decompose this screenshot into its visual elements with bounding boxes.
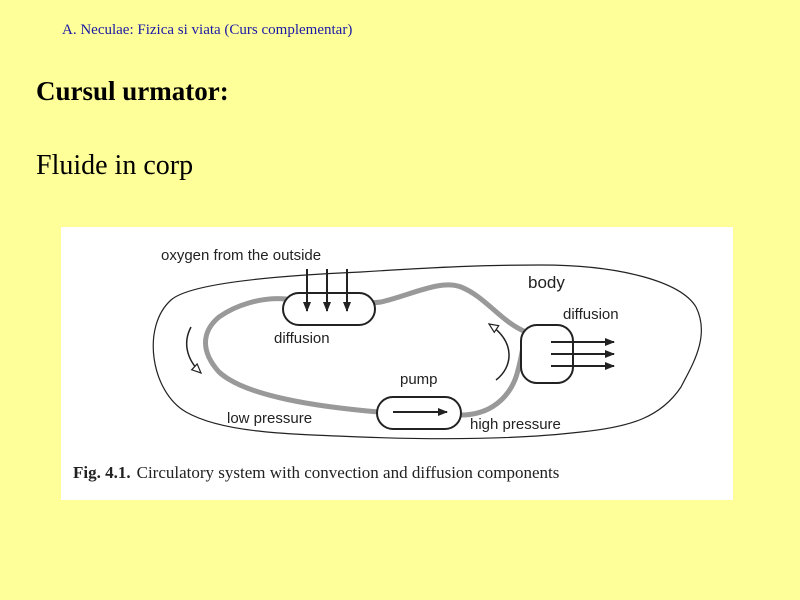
caption-label: Fig. 4.1. (73, 463, 131, 482)
figure-panel: oxygen from the outside body diffusion d… (61, 227, 733, 500)
flow-arrow-right (487, 323, 510, 381)
caption-text: Circulatory system with convection and d… (136, 463, 560, 482)
course-header: A. Neculae: Fizica si viata (Curs comple… (62, 22, 353, 38)
circulatory-diagram: oxygen from the outside body diffusion d… (152, 247, 702, 440)
label-oxygen: oxygen from the outside (161, 247, 321, 264)
figure-caption: Fig. 4.1. Circulatory system with convect… (73, 463, 559, 483)
label-body: body (528, 273, 565, 292)
slide-subtitle: Fluide in corp (36, 150, 194, 181)
label-high-pressure: high pressure (470, 416, 561, 433)
flow-arrow-left (185, 326, 203, 375)
label-pump: pump (400, 371, 438, 388)
label-low-pressure: low pressure (227, 410, 312, 427)
label-diffusion-right: diffusion (563, 306, 619, 323)
label-diffusion-left: diffusion (274, 330, 330, 347)
circulation-loop (203, 282, 529, 418)
diffusion-capsule-top (282, 292, 376, 326)
slide-title: Cursul urmator: (36, 76, 229, 106)
body-outline (152, 264, 702, 440)
